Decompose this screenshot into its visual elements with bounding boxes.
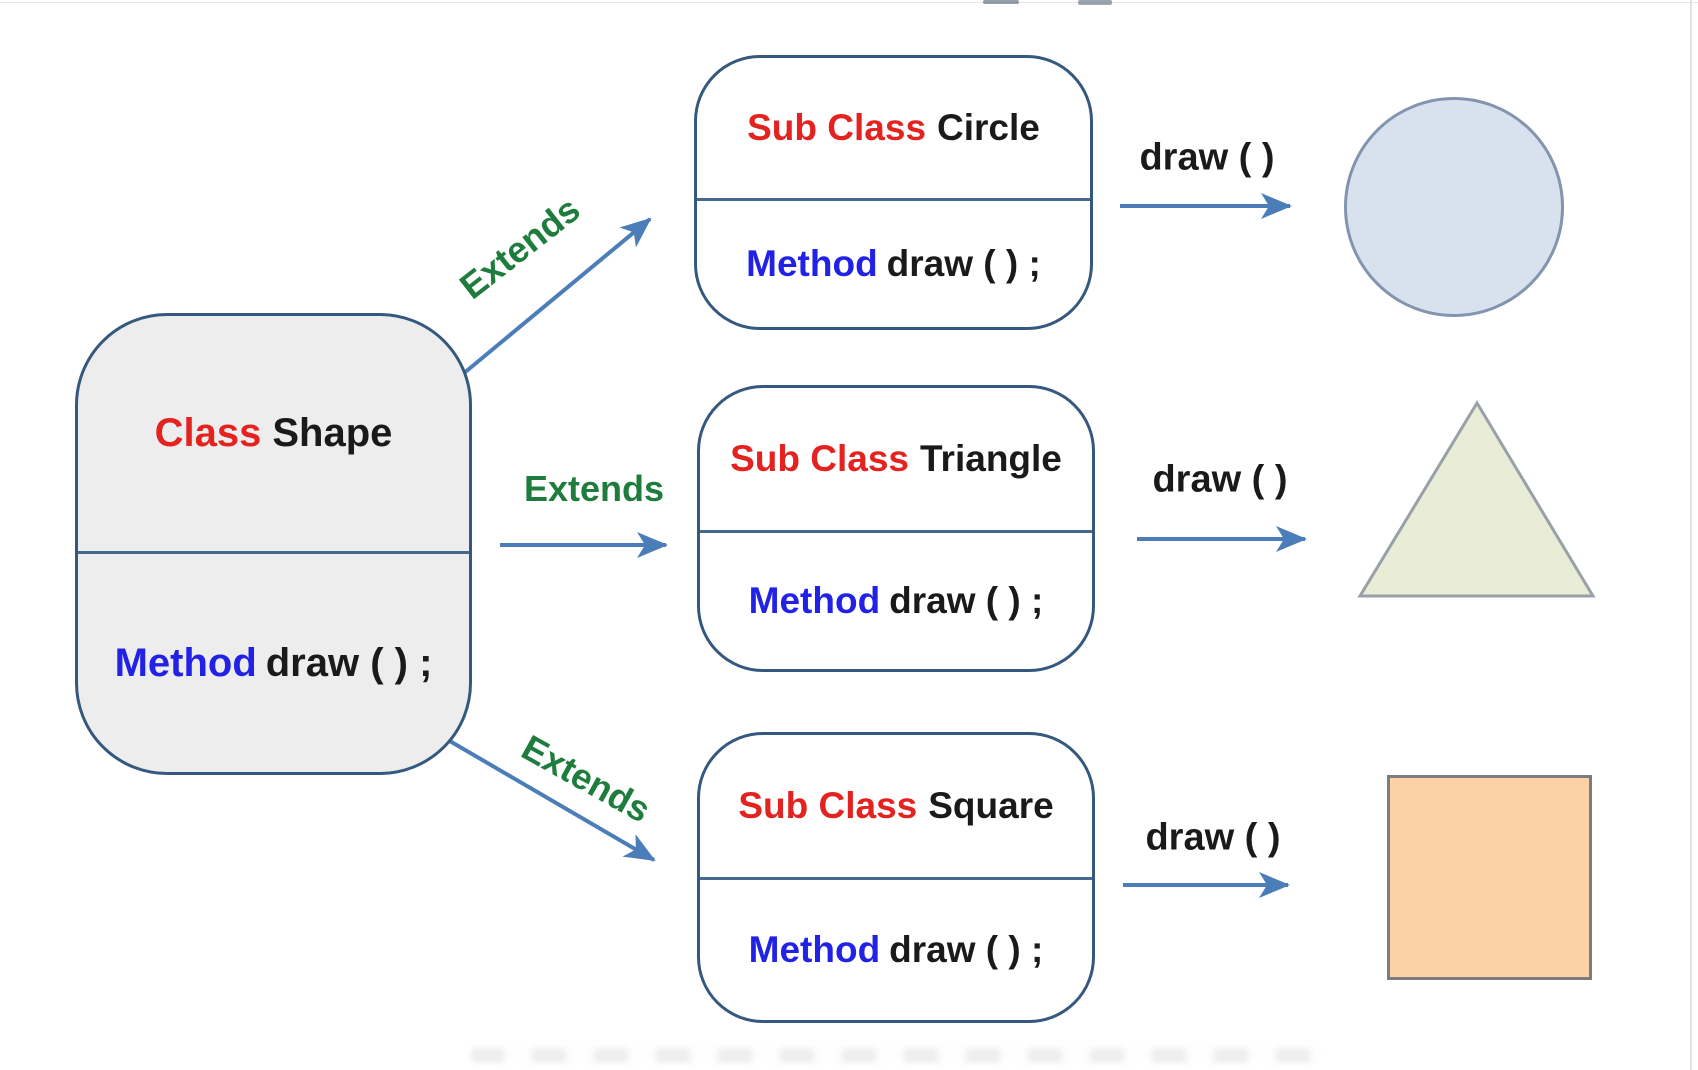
subclass-keyword: Sub Class [738, 785, 918, 826]
circle-shape [1344, 97, 1564, 317]
cropped-bottom-caption-artifact [470, 1048, 1320, 1063]
cropped-top-artifact [1078, 0, 1112, 5]
extends-label-circle: Extends [451, 188, 588, 307]
method-signature: draw ( ) ; [889, 929, 1044, 970]
subclass-name: Triangle [920, 438, 1062, 479]
method-keyword: Method [748, 929, 881, 970]
triangle-shape [1357, 400, 1596, 598]
subclass-name: Square [928, 785, 1054, 826]
draw-label-circle: draw ( ) [1139, 136, 1275, 179]
method-keyword: Method [746, 243, 878, 284]
class-name: Shape [272, 411, 393, 455]
square-shape [1387, 775, 1592, 980]
method-signature: draw ( ) ; [889, 580, 1044, 621]
subclass-triangle-title: Sub Class Triangle [730, 438, 1062, 480]
method-signature: draw ( ) ; [265, 640, 433, 685]
top-edge-line [0, 2, 1698, 3]
cropped-top-artifact [983, 0, 1019, 4]
extends-label-triangle: Extends [523, 468, 665, 509]
class-keyword: Class [154, 411, 262, 455]
method-signature: draw ( ) ; [886, 243, 1041, 284]
right-edge-line [1690, 0, 1692, 1070]
subclass-keyword: Sub Class [730, 438, 909, 479]
draw-label-triangle: draw ( ) [1152, 458, 1288, 501]
method-keyword: Method [114, 640, 257, 685]
subclass-name: Circle [937, 107, 1040, 148]
extends-label-square: Extends [515, 726, 658, 831]
subclass-triangle-title-section: Sub Class Triangle [700, 388, 1092, 533]
draw-label-square: draw ( ) [1145, 816, 1281, 859]
subclass-keyword: Sub Class [747, 107, 927, 148]
method-keyword: Method [748, 580, 881, 621]
